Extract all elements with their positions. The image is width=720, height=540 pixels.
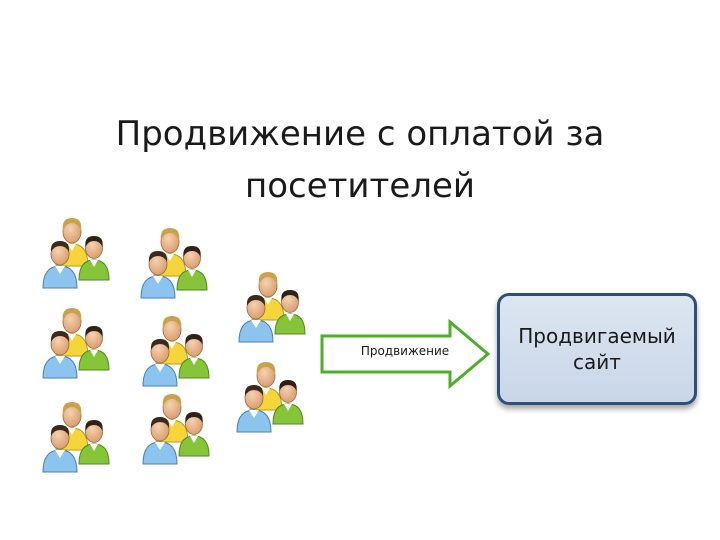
arrow-right-icon	[320, 318, 491, 390]
visitor-group-icon	[143, 394, 209, 464]
visitor-group-icon	[239, 272, 305, 342]
slide-title: Продвижение с оплатой за посетителей	[60, 108, 660, 212]
slide-title-line-1: Продвижение с оплатой за	[115, 114, 605, 154]
promotion-arrow: Продвижение	[318, 318, 492, 390]
visitor-group-icon	[43, 308, 109, 378]
visitor-group-icon	[43, 218, 109, 288]
visitor-group-icon	[141, 228, 207, 298]
site-box-line-2: сайт	[573, 350, 621, 374]
site-box-line-1: Продвигаемый	[518, 324, 676, 348]
visitor-group-icon	[237, 362, 303, 432]
slide-title-line-2: посетителей	[244, 166, 475, 206]
arrow-label: Продвижение	[360, 344, 450, 358]
visitor-group-icon	[43, 402, 109, 472]
visitor-group-icon	[143, 316, 209, 386]
promoted-site-box: Продвигаемый сайт	[497, 293, 697, 405]
